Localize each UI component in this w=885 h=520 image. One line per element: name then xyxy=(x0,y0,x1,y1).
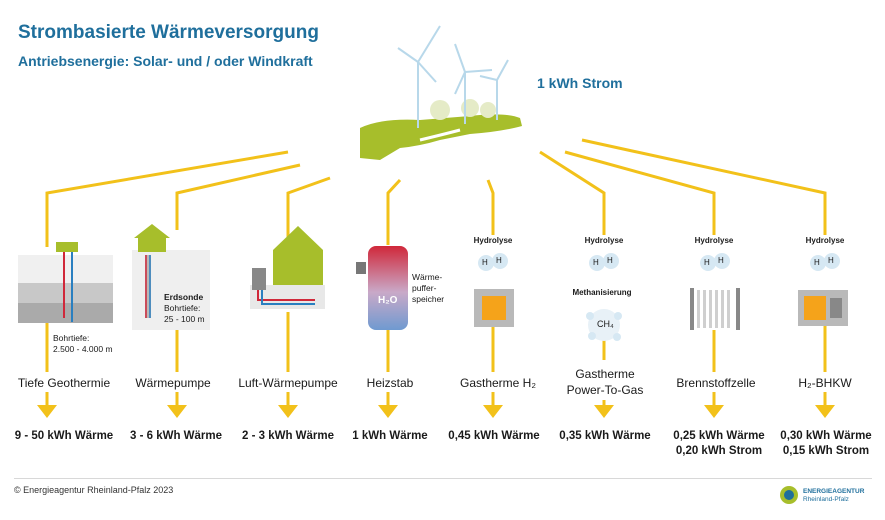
page-subtitle: Antriebsenergie: Solar- und / oder Windk… xyxy=(18,53,313,69)
hydrolyse-label-3: Hydrolyse xyxy=(694,236,734,245)
erdsonde-label: Erdsonde xyxy=(164,292,204,302)
arrows xyxy=(37,405,835,418)
logo-line2: Rheinland-Pfalz xyxy=(803,496,849,503)
result-heizstab: 1 kWh Wärme xyxy=(352,430,428,442)
result-gastherme-h2: 0,45 kWh Wärme xyxy=(448,430,540,442)
column-label-gastherme: Gastherme xyxy=(575,367,635,381)
connector-lines xyxy=(45,138,827,405)
gastherme-h2-icon xyxy=(474,253,514,327)
result-luft-waermepumpe: 2 - 3 kWh Wärme xyxy=(241,430,335,442)
power-to-gas-icon xyxy=(586,253,622,341)
hydrolyse-label-4: Hydrolyse xyxy=(805,236,845,245)
logo-line1: ENERGIEAGENTUR xyxy=(803,488,865,495)
hydrolyse-label-1: Hydrolyse xyxy=(473,236,513,245)
page-title: Strombasierte Wärmeversorgung xyxy=(18,22,319,43)
erdsonde-depth-value: 25 - 100 m xyxy=(164,314,205,324)
speicher-line2: puffer- xyxy=(412,283,437,293)
h2-bhkw-icon xyxy=(798,253,848,326)
ch4-label: CH₄ xyxy=(597,319,614,329)
waermepumpe-icon xyxy=(132,224,210,330)
result-h2-bhkw-strom: 0,15 kWh Strom xyxy=(782,445,870,457)
heizstab-speicher-icon xyxy=(356,246,408,330)
speicher-line3: speicher xyxy=(412,294,445,304)
column-label-luft-waermepumpe: Luft-Wärmepumpe xyxy=(238,376,338,390)
result-tiefe-geothermie: 9 - 50 kWh Wärme xyxy=(14,430,114,442)
h-label: H xyxy=(828,256,834,265)
column-label-gastherme-h2: Gastherme H₂ xyxy=(459,376,536,390)
erdsonde-depth-label: Bohrtiefe: xyxy=(164,303,201,313)
h-label: H xyxy=(482,258,488,267)
speicher-line1: Wärme- xyxy=(412,272,443,282)
logo-text: ENERGIEAGENTUR Rheinland-Pfalz xyxy=(803,488,864,504)
result-brennstoffzelle-waerme: 0,25 kWh Wärme xyxy=(673,430,765,442)
column-label-tiefe-geothermie: Tiefe Geothermie xyxy=(17,376,111,390)
column-label-power-to-gas: Power-To-Gas xyxy=(566,383,644,397)
result-waermepumpe: 3 - 6 kWh Wärme xyxy=(129,430,223,442)
result-brennstoffzelle-strom: 0,20 kWh Strom xyxy=(675,445,763,457)
hydrolyse-label-2: Hydrolyse xyxy=(584,236,624,245)
logo-mark xyxy=(780,486,798,504)
input-energy-label: 1 kWh Strom xyxy=(537,75,623,91)
column-label-waermepumpe: Wärmepumpe xyxy=(135,376,211,390)
h-label: H xyxy=(593,258,599,267)
h-label: H xyxy=(607,256,613,265)
footer-divider xyxy=(14,478,872,479)
h-label: H xyxy=(496,256,502,265)
column-label-h2-bhkw: H₂-BHKW xyxy=(798,376,852,390)
h-label: H xyxy=(718,256,724,265)
h2o-label: H₂O xyxy=(378,295,398,306)
luft-waermepumpe-icon xyxy=(250,226,325,309)
geothermie-depth-value: 2.500 - 4.000 m xyxy=(53,344,113,354)
result-power-to-gas: 0,35 kWh Wärme xyxy=(559,430,651,442)
geothermie-depth-label: Bohrtiefe: xyxy=(53,333,90,343)
hand-windmill-illustration xyxy=(360,25,522,160)
h-label: H xyxy=(704,258,710,267)
h-label: H xyxy=(814,258,820,267)
methanisierung-label: Methanisierung xyxy=(572,288,632,297)
brennstoffzelle-icon xyxy=(690,253,740,330)
column-label-brennstoffzelle: Brennstoffzelle xyxy=(676,376,756,390)
geothermie-icon xyxy=(18,242,113,323)
footer-copyright: © Energieagentur Rheinland-Pfalz 2023 xyxy=(14,485,174,495)
result-h2-bhkw-waerme: 0,30 kWh Wärme xyxy=(780,430,872,442)
column-label-heizstab: Heizstab xyxy=(366,376,414,390)
